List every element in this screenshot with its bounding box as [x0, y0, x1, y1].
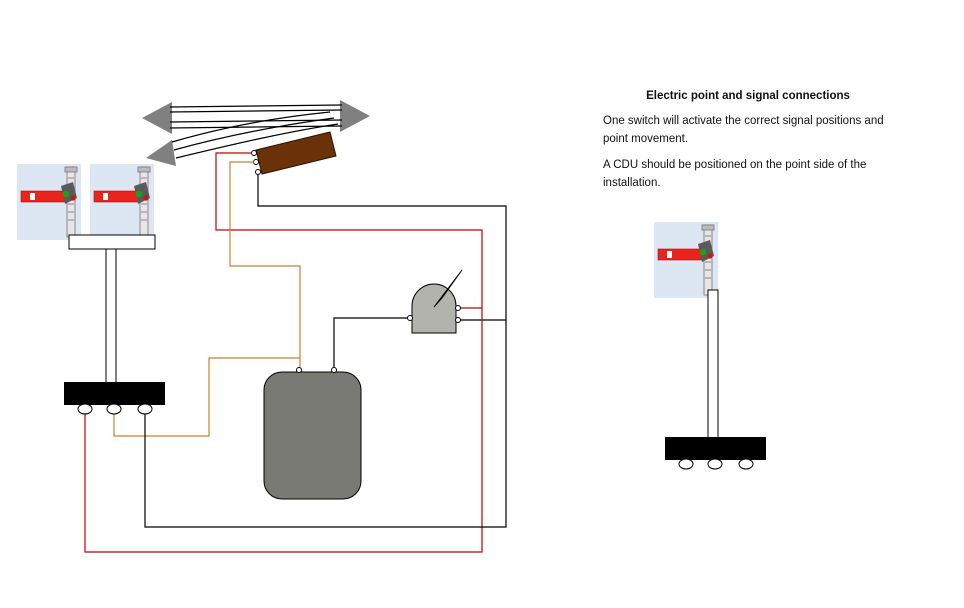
point-motor-icon	[251, 131, 337, 175]
wire-orange-motor	[229, 161, 301, 370]
wire-orange-signal	[113, 357, 300, 437]
signal-base-left	[64, 382, 165, 415]
wire-red-signal	[84, 308, 483, 553]
notes-panel: Electric point and signal connections On…	[603, 90, 903, 200]
wires	[84, 152, 507, 553]
lever-switch-icon[interactable]	[407, 269, 463, 334]
single-semaphore-signal	[653, 221, 766, 470]
notes-title: Electric point and signal connections	[646, 90, 850, 102]
wire-red-motor	[215, 152, 483, 309]
capacitor-discharge-unit-icon	[263, 367, 362, 500]
track-arrow-right-icon	[340, 100, 370, 132]
double-semaphore-signal	[16, 163, 156, 384]
wire-black-cdu-switch	[333, 317, 410, 370]
track-arrow-diverge-icon	[146, 140, 176, 166]
track-turnout	[142, 100, 370, 166]
semaphore-signal-icon-single	[653, 221, 719, 299]
track-arrow-left-icon	[142, 102, 172, 134]
semaphore-signal-icon-left	[16, 163, 82, 241]
notes-paragraph-2: A CDU should be positioned on the point …	[603, 159, 867, 189]
wire-black-signal	[144, 320, 507, 528]
notes-paragraph-1: One switch will activate the correct sig…	[603, 115, 884, 145]
wire-black-motor	[257, 174, 507, 321]
semaphore-signal-icon-right	[89, 163, 155, 241]
